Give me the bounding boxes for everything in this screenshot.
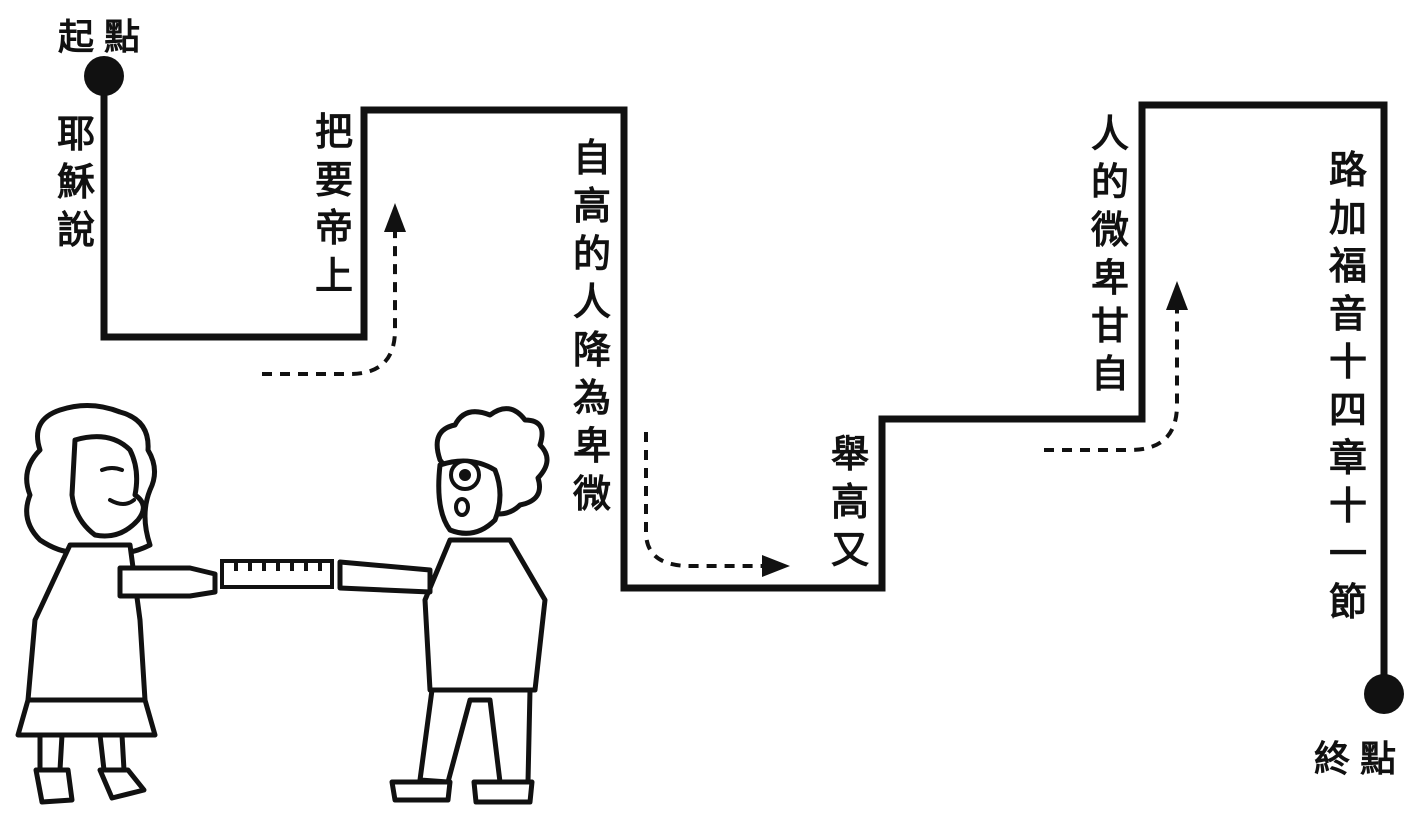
scroll-rod — [220, 559, 334, 589]
man-figure — [337, 406, 550, 805]
segment-text-3: 自高的人降為卑微 — [572, 135, 611, 516]
segment-text-5: 人的微卑甘自 — [1090, 111, 1129, 396]
arrowhead-up-2 — [1166, 281, 1188, 310]
segment-text-1: 耶穌說 — [56, 111, 95, 252]
dashed-arrow-right — [644, 432, 762, 568]
arrowhead-right — [762, 555, 790, 577]
start-dot — [84, 56, 124, 96]
end-label: 終點 — [1314, 738, 1407, 780]
end-dot — [1364, 674, 1404, 714]
main-path-line — [100, 78, 1388, 690]
woman-figure — [15, 403, 218, 805]
arrowhead-up-1 — [384, 203, 406, 232]
segment-text-2: 把要帝上 — [314, 109, 353, 298]
start-label: 起點 — [58, 16, 151, 58]
segment-text-6: 路加福音十四章十一節 — [1328, 147, 1367, 624]
segment-text-4: 舉高又 — [830, 431, 869, 572]
